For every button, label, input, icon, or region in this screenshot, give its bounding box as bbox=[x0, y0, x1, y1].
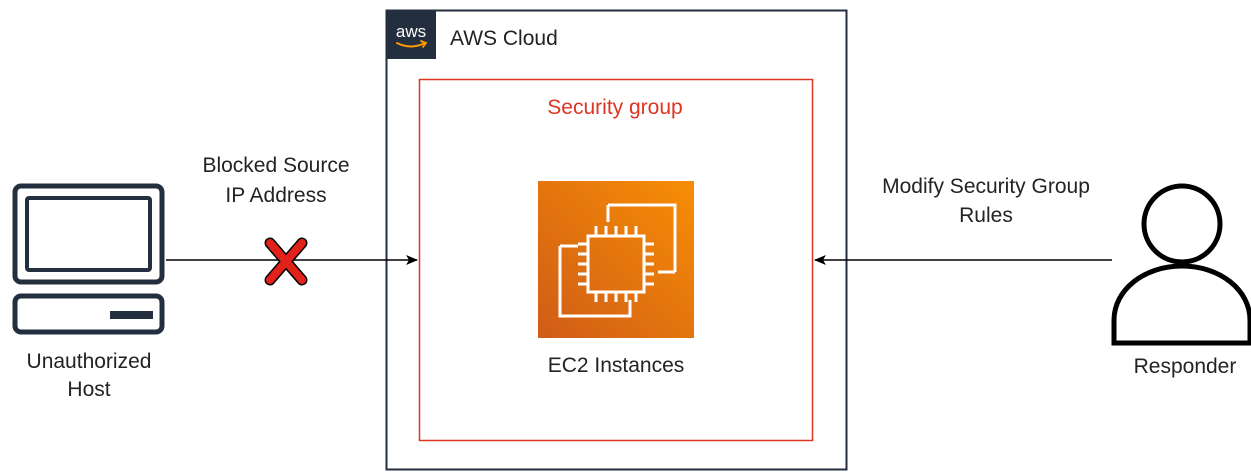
ec2-instances-label: EC2 Instances bbox=[548, 354, 685, 377]
unauthorized-host-label-line1: Unauthorized bbox=[27, 350, 152, 373]
aws-logo-text: aws bbox=[396, 22, 426, 41]
x-mark-icon bbox=[264, 237, 308, 286]
ec2-instances-icon bbox=[538, 181, 694, 338]
modify-rules-label-line1: Modify Security Group bbox=[882, 175, 1090, 198]
aws-cloud-group: aws AWS Cloud bbox=[385, 9, 848, 471]
security-group-border bbox=[418, 78, 814, 442]
security-group: Security group bbox=[418, 78, 814, 442]
unauthorized-host-label-line2: Host bbox=[67, 378, 110, 401]
user-icon bbox=[1111, 183, 1251, 346]
blocked-source-label-line1: Blocked Source bbox=[202, 154, 349, 177]
blocked-source-label-line2: IP Address bbox=[225, 184, 326, 207]
security-group-label: Security group bbox=[547, 96, 682, 119]
aws-cloud-border bbox=[385, 9, 848, 471]
responder-label: Responder bbox=[1134, 355, 1237, 378]
modify-rules-label-line2: Rules bbox=[959, 204, 1013, 227]
aws-logo-icon: aws bbox=[387, 11, 436, 59]
aws-cloud-title: AWS Cloud bbox=[450, 27, 558, 50]
laptop-icon bbox=[12, 183, 165, 335]
